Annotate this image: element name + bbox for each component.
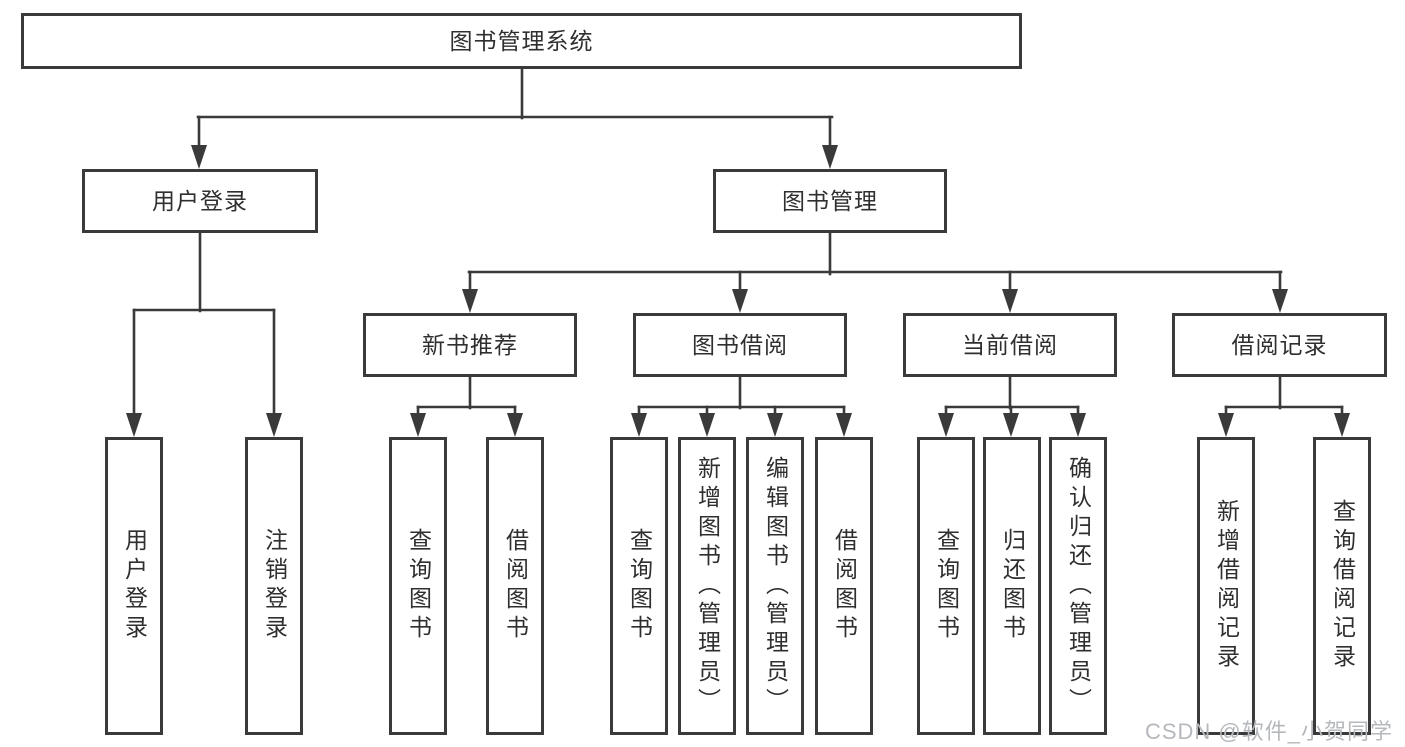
arrowhead-down-icon [822, 145, 838, 169]
node-label: 查询图书 [626, 528, 653, 644]
node-label: 编辑图书（管理员） [762, 455, 789, 717]
leaf-borrow-add-books-admin: 新增图书（管理员） [678, 437, 736, 735]
node-label: 新增借阅记录 [1213, 499, 1240, 673]
node-label: 借阅记录 [1231, 331, 1328, 358]
arrowhead-down-icon [767, 413, 783, 437]
csdn-watermark: CSDN @软件_小贺同学 [1144, 719, 1393, 744]
arrowhead-down-icon [462, 289, 478, 313]
node-label: 新增图书（管理员） [694, 455, 721, 717]
node-label: 图书管理系统 [449, 27, 594, 54]
arrowhead-down-icon [1002, 289, 1018, 313]
node-label: 用户登录 [152, 187, 248, 214]
arrowhead-down-icon [836, 413, 852, 437]
leaf-current-confirm-return-admin: 确认归还（管理员） [1049, 437, 1107, 735]
node-label: 注销登录 [261, 528, 288, 644]
arrowhead-down-icon [126, 413, 142, 437]
arrowhead-down-icon [1070, 413, 1086, 437]
leaf-recommend-borrow-books: 借阅图书 [486, 437, 544, 735]
node-current-borrowing: 当前借阅 [903, 313, 1117, 377]
leaf-borrow-query-books: 查询图书 [610, 437, 668, 735]
node-label: 当前借阅 [962, 331, 1058, 358]
node-label: 用户登录 [121, 528, 148, 644]
leaf-recommend-query-books: 查询图书 [389, 437, 447, 735]
arrowhead-down-icon [732, 289, 748, 313]
leaf-records-add-borrow-record: 新增借阅记录 [1197, 437, 1255, 735]
node-label: 新书推荐 [422, 331, 518, 358]
arrowhead-down-icon [699, 413, 715, 437]
node-label: 借阅图书 [831, 528, 858, 644]
leaf-user-login: 用户登录 [105, 437, 163, 735]
leaf-logout: 注销登录 [245, 437, 303, 735]
node-book-borrowing: 图书借阅 [633, 313, 847, 377]
leaf-records-query-borrow-record: 查询借阅记录 [1313, 437, 1371, 735]
arrowhead-down-icon [1334, 413, 1350, 437]
arrowhead-down-icon [507, 413, 523, 437]
arrowhead-down-icon [1272, 289, 1288, 313]
arrowhead-down-icon [266, 413, 282, 437]
arrowhead-down-icon [631, 413, 647, 437]
node-label: 借阅图书 [502, 528, 529, 644]
arrowhead-down-icon [1003, 413, 1019, 437]
arrowhead-down-icon [1218, 413, 1234, 437]
leaf-current-return-books: 归还图书 [983, 437, 1041, 735]
arrowhead-down-icon [191, 145, 207, 169]
node-label: 归还图书 [999, 528, 1026, 644]
node-user-login: 用户登录 [82, 169, 318, 233]
node-label: 确认归还（管理员） [1065, 455, 1092, 717]
arrowhead-down-icon [938, 413, 954, 437]
node-label: 图书管理 [782, 187, 878, 214]
node-label: 图书借阅 [692, 331, 788, 358]
node-book-management: 图书管理 [713, 169, 947, 233]
leaf-borrow-edit-books-admin: 编辑图书（管理员） [746, 437, 804, 735]
node-borrowing-records: 借阅记录 [1172, 313, 1387, 377]
leaf-current-query-books: 查询图书 [917, 437, 975, 735]
arrowhead-down-icon [410, 413, 426, 437]
node-library-management-system: 图书管理系统 [21, 13, 1022, 69]
node-label: 查询图书 [405, 528, 432, 644]
node-new-book-recommendation: 新书推荐 [363, 313, 577, 377]
leaf-borrow-borrow-books: 借阅图书 [815, 437, 873, 735]
node-label: 查询借阅记录 [1329, 499, 1356, 673]
node-label: 查询图书 [933, 528, 960, 644]
